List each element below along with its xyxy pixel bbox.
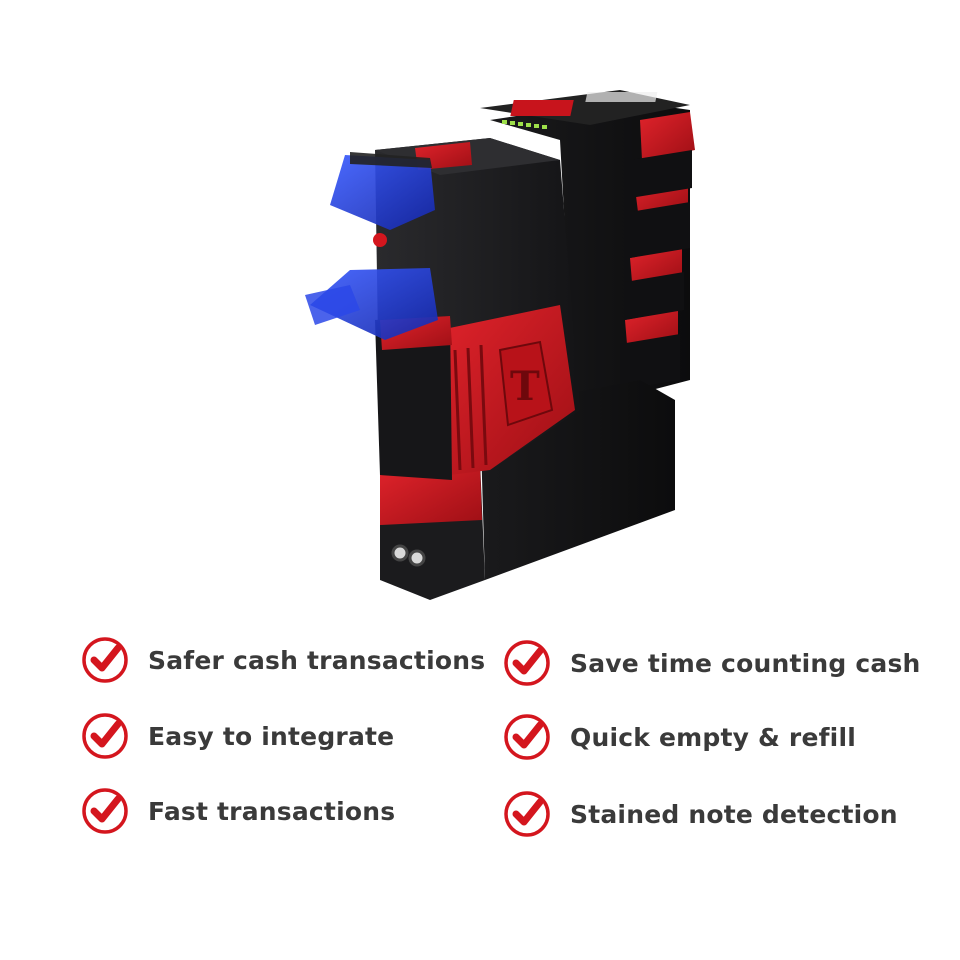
check-circle-icon bbox=[82, 788, 128, 834]
validator-body: T bbox=[375, 138, 580, 480]
feature-safer-cash: Safer cash transactions bbox=[80, 633, 485, 687]
feature-quick-empty: Quick empty & refill bbox=[502, 710, 856, 764]
product-image: T bbox=[305, 90, 695, 600]
note-bezel-trays bbox=[305, 152, 438, 340]
feature-save-time: Save time counting cash bbox=[502, 636, 921, 690]
feature-label: Safer cash transactions bbox=[148, 645, 486, 675]
feature-label: Quick empty & refill bbox=[570, 722, 856, 752]
check-circle-icon bbox=[504, 640, 550, 686]
feature-fast-transactions: Fast transactions bbox=[80, 784, 395, 838]
check-circle-icon bbox=[504, 714, 550, 760]
check-circle-icon bbox=[504, 791, 550, 837]
feature-label: Fast transactions bbox=[148, 796, 396, 826]
check-circle-icon bbox=[82, 713, 128, 759]
svg-text:T: T bbox=[510, 363, 540, 410]
recycler-module-stack bbox=[480, 90, 695, 410]
feature-easy-integrate: Easy to integrate bbox=[80, 709, 394, 763]
feature-stained-note: Stained note detection bbox=[502, 787, 898, 841]
feature-label: Save time counting cash bbox=[570, 648, 921, 678]
feature-label: Easy to integrate bbox=[148, 721, 395, 751]
check-circle-icon bbox=[82, 637, 128, 683]
feature-label: Stained note detection bbox=[570, 799, 898, 829]
